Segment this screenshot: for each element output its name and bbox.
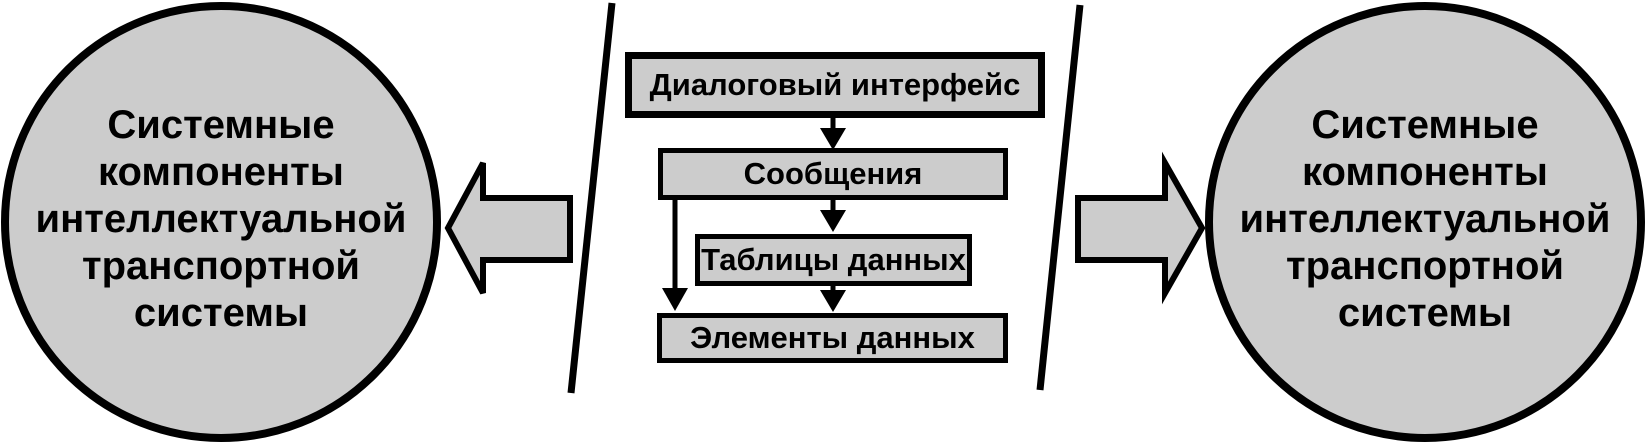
left-circle-text: Системные компоненты интеллектуальной тр… xyxy=(36,102,407,337)
circle-text-line: Системные xyxy=(107,102,335,147)
right-circle-text: Системные компоненты интеллектуальной тр… xyxy=(1240,102,1611,337)
right-system-components-circle: Системные компоненты интеллектуальной тр… xyxy=(1205,2,1645,442)
circle-text-line: транспортной xyxy=(82,243,360,288)
box-data-elements: Элементы данных xyxy=(657,313,1008,363)
circle-text-line: интеллектуальной xyxy=(35,196,407,241)
left-divider-line xyxy=(567,2,616,394)
circle-text-line: компоненты xyxy=(1302,149,1548,194)
arrow-messages-to-tables xyxy=(820,200,846,232)
box-data-tables: Таблицы данных xyxy=(695,234,972,286)
arrow-dialog-to-messages xyxy=(820,118,846,150)
arrow-head xyxy=(820,290,846,312)
right-block-arrow xyxy=(1075,151,1206,305)
circle-text-line: интеллектуальной xyxy=(1239,196,1611,241)
box-dialog-interface: Диалоговый интерфейс xyxy=(625,52,1045,118)
circle-text-line: системы xyxy=(133,290,309,335)
arrow-head xyxy=(662,288,688,311)
left-system-components-circle: Системные компоненты интеллектуальной тр… xyxy=(1,2,441,442)
arrow-head xyxy=(820,210,846,232)
circle-text-line: Системные xyxy=(1311,102,1539,147)
left-block-arrow xyxy=(444,161,573,295)
box-messages: Сообщения xyxy=(658,148,1008,200)
arrow-tables-to-elements xyxy=(820,286,846,312)
right-divider-line xyxy=(1036,4,1084,391)
circle-text-line: компоненты xyxy=(98,149,344,194)
arrow-head xyxy=(820,128,846,150)
circle-text-line: транспортной xyxy=(1286,243,1564,288)
arrow-messages-to-elements xyxy=(662,200,688,311)
circle-text-line: системы xyxy=(1337,290,1513,335)
